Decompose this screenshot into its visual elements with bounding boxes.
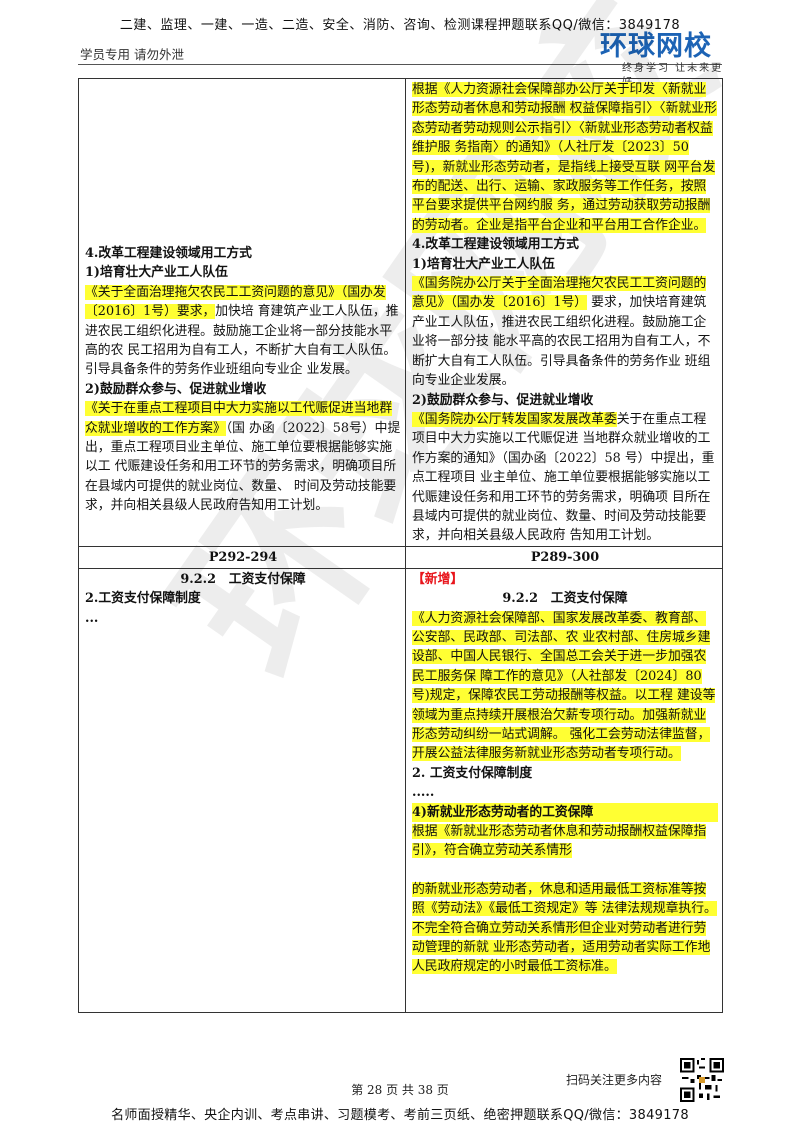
highlighted-text: 的新就业形态劳动者，休息和适用最低工资标准等按照《劳动法》《最低工资规定》等 法… <box>412 881 717 975</box>
highlighted-text: 《人力资源社会保障部、国家发展改革委、教育部、公安部、民政部、司法部、农 业农村… <box>412 610 716 762</box>
new-content-cell: 【新增】 9.2.2 工资支付保障 《人力资源社会保障部、国家发展改革委、教育部… <box>405 567 723 1013</box>
top-banner: 二建、监理、一建、一造、二造、安全、消防、咨询、检测课程押题联系QQ/微信：38… <box>119 18 681 33</box>
new-tag: 【新增】 <box>412 571 464 587</box>
old-page-range: P292-294 <box>78 545 406 569</box>
paragraph: 《人力资源社会保障部、国家发展改革委、教育部、公安部、民政部、司法部、农 业农村… <box>412 609 718 764</box>
qr-code-icon <box>680 1058 724 1102</box>
blank-line <box>412 861 718 880</box>
paragraph: 《关于全面治理拖欠农民工工资问题的意见》（国办发〔2016〕1号）要求，加快培 … <box>85 283 401 380</box>
subsection-heading: 1)培育壮大产业工人队伍 <box>412 256 555 272</box>
ellipsis: ..... <box>412 785 435 801</box>
page-number: 第 28 页 共 38 页 <box>351 1083 449 1097</box>
section-heading: 4.改革工程建设领域用工方式 <box>85 246 252 261</box>
body-text: 要求，加快培育建筑产业工人队伍，推进农民工组织化进程。鼓励施工企业将一部分技 能… <box>412 295 711 389</box>
scan-prompt: 扫码关注更多内容 <box>566 1073 663 1087</box>
old-content-cell: 9.2.2 工资支付保障 2.工资支付保障制度 ... <box>78 567 406 1013</box>
subsection-heading: 2.工资支付保障制度 <box>85 591 201 607</box>
bottom-banner: 名师面授精华、央企内训、考点串讲、习题模考、考前三页纸、绝密押题联系QQ/微信：… <box>111 1108 689 1123</box>
new-content-cell: 根据《人力资源社会保障部办公厅关于印发〈新就业形态劳动者休息和劳动报酬 权益保障… <box>405 78 723 547</box>
table-row: 4.改革工程建设领域用工方式 1)培育壮大产业工人队伍 《关于全面治理拖欠农民工… <box>78 78 723 547</box>
body-text: 加快培 育建筑产业工人队伍，推进农民工组织化进程。鼓励施工企业将一部分技能水平高… <box>85 304 399 378</box>
subsection-heading: 2. 工资支付保障制度 <box>412 765 533 781</box>
subsection-heading: 4)新就业形态劳动者的工资保障 <box>412 802 718 823</box>
confidential-note: 学员专用 请勿外泄 <box>80 47 184 62</box>
section-title: 9.2.2 工资支付保障 <box>180 571 306 587</box>
paragraph: 根据《人力资源社会保障部办公厅关于印发〈新就业形态劳动者休息和劳动报酬 权益保障… <box>412 80 718 235</box>
subsection-heading: 2)鼓励群众参与、促进就业增收 <box>412 392 594 408</box>
subsection-heading: 1)培育壮大产业工人队伍 <box>85 265 228 281</box>
old-content-cell: 4.改革工程建设领域用工方式 1)培育壮大产业工人队伍 《关于全面治理拖欠农民工… <box>78 78 406 547</box>
ellipsis: ... <box>85 610 99 626</box>
highlighted-text: 根据《新就业形态劳动者休息和劳动报酬权益保障指引》，符合确立劳动关系情形 <box>412 824 707 859</box>
logo-text: 环球网校 <box>600 31 712 62</box>
paragraph: 的新就业形态劳动者，休息和适用最低工资标准等按照《劳动法》《最低工资规定》等 法… <box>412 880 718 977</box>
body-text: （国 办函〔2022〕58号）中提出，重点工程项目业主单位、施工单位要根据能够实… <box>85 420 401 514</box>
paragraph: 《国务院办公厅转发国家发展改革委关于在重点工程项目中大力实施以工代赈促进 当地群… <box>412 410 718 546</box>
logo: 环球网校 终身学习 让未来更好 <box>600 31 730 89</box>
blank-area <box>85 80 401 244</box>
table-row: P292-294 P289-300 <box>78 545 723 569</box>
highlighted-text: 《国务院办公厅转发国家发展改革委 <box>412 411 617 427</box>
section-title: 9.2.2 工资支付保障 <box>502 591 628 607</box>
table-row: 9.2.2 工资支付保障 2.工资支付保障制度 ... 【新增】 9.2.2 工… <box>78 567 723 1013</box>
paragraph: 根据《新就业形态劳动者休息和劳动报酬权益保障指引》，符合确立劳动关系情形 <box>412 822 718 861</box>
subsection-heading: 2)鼓励群众参与、促进就业增收 <box>85 381 267 397</box>
section-heading: 4.改革工程建设领域用工方式 <box>412 237 579 253</box>
paragraph: 《关于在重点工程项目中大力实施以工代赈促进当地群众就业增收的工作方案》（国 办函… <box>85 399 401 515</box>
comparison-table: 4.改革工程建设领域用工方式 1)培育壮大产业工人队伍 《关于全面治理拖欠农民工… <box>78 78 723 1013</box>
paragraph: 《国务院办公厅关于全面治理拖欠农民工工资问题的意见》（国办发〔2016〕1号） … <box>412 274 718 390</box>
header-rule <box>78 64 722 65</box>
body-text: 关于在重点工程项目中大力实施以工代赈促进 当地群众就业增收的工作方案的通知》（国… <box>412 411 715 544</box>
new-page-range: P289-300 <box>405 545 723 569</box>
highlighted-text: 根据《人力资源社会保障部办公厅关于印发〈新就业形态劳动者休息和劳动报酬 权益保障… <box>412 82 717 233</box>
